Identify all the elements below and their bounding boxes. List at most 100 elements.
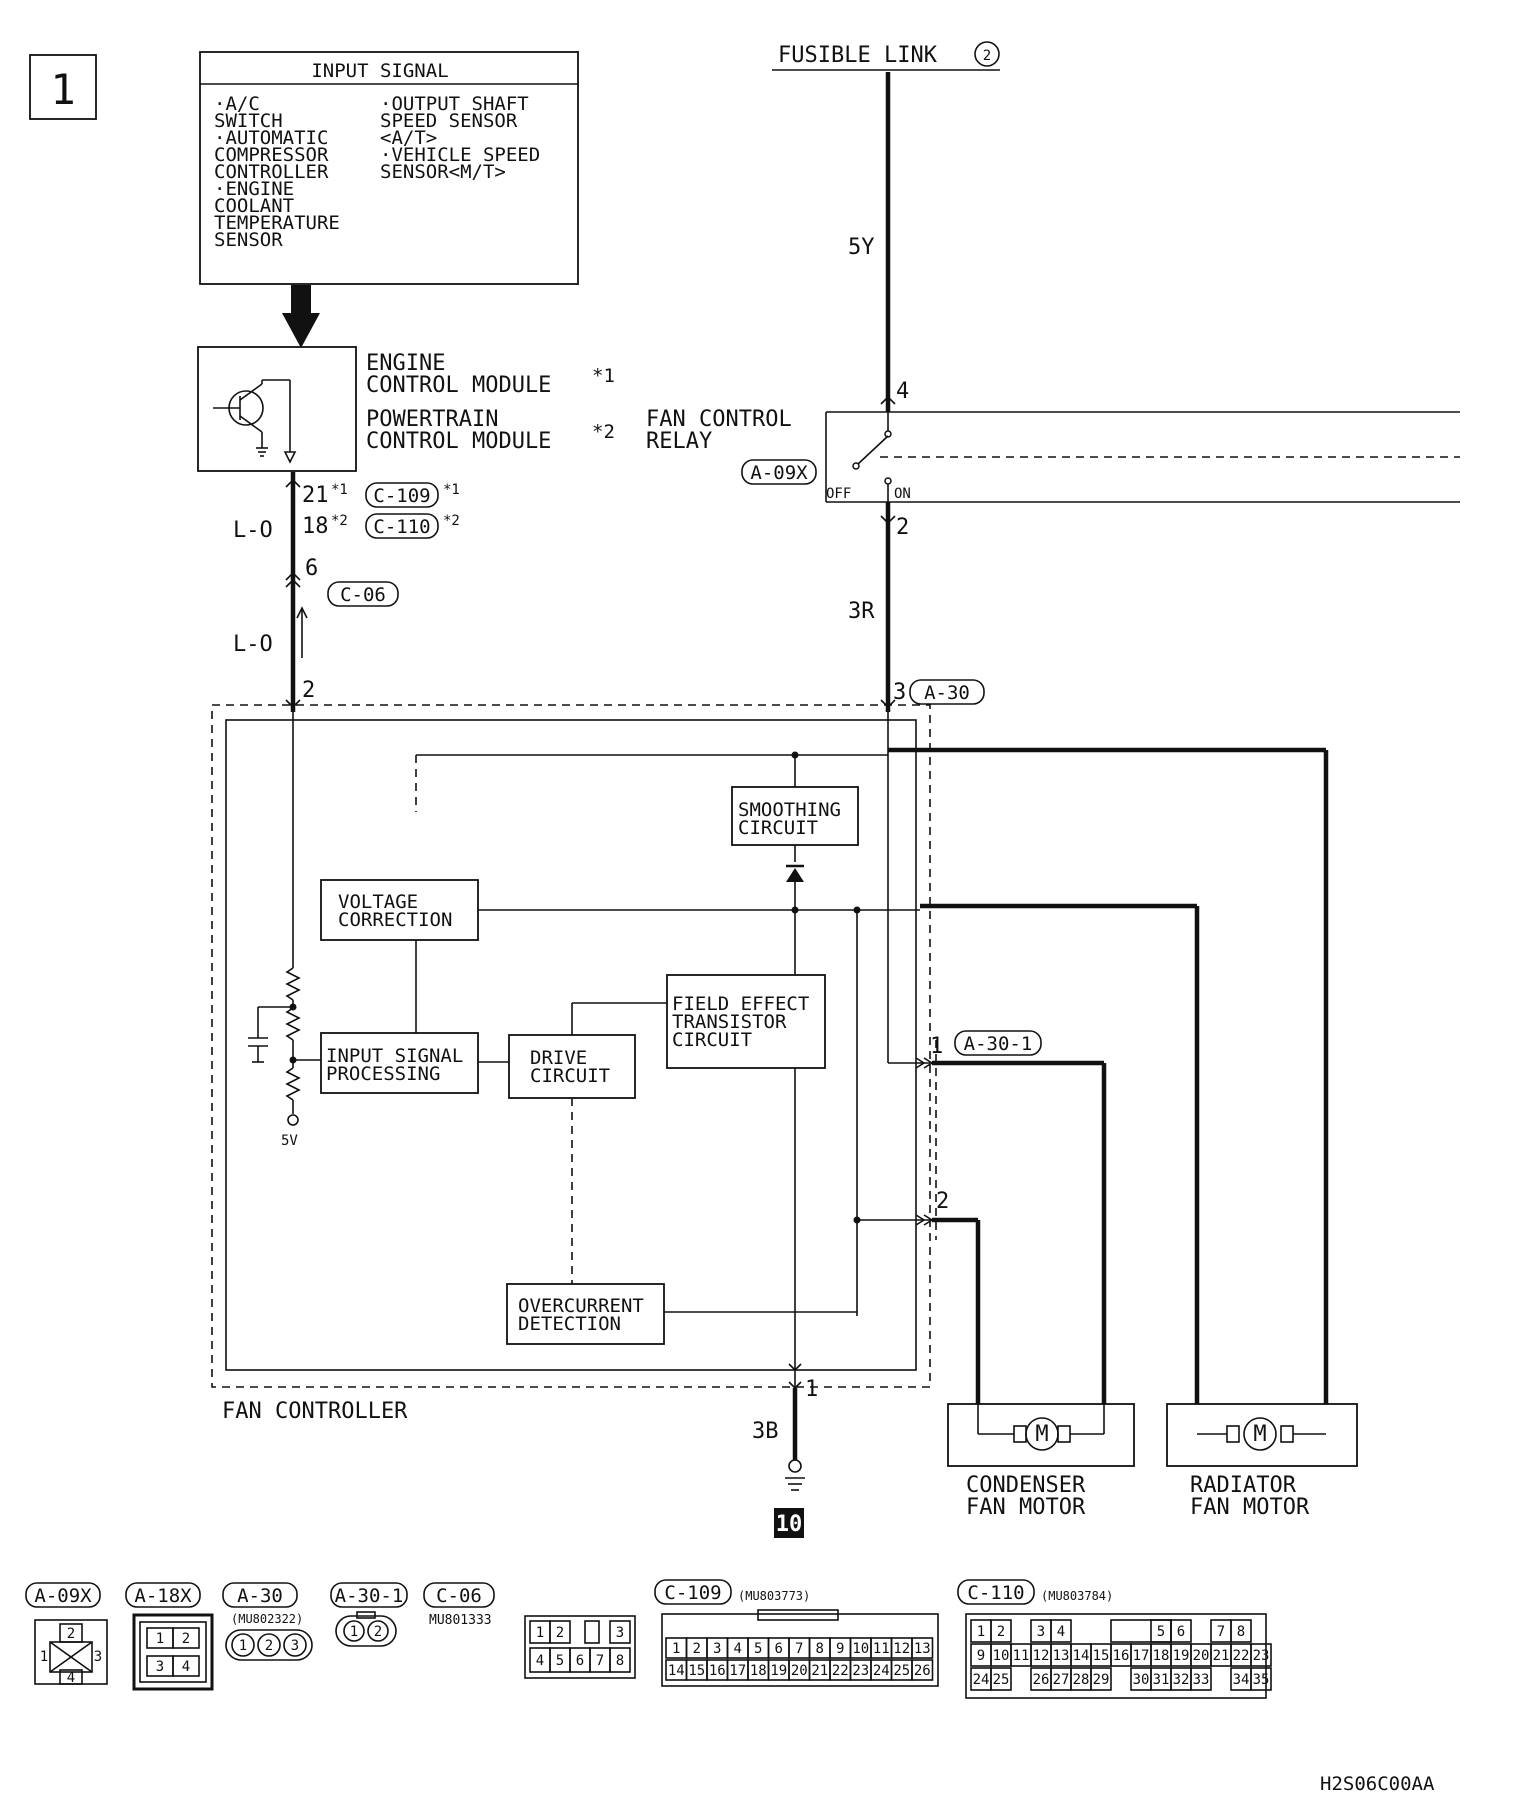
c109-pin-label: 26 bbox=[914, 1663, 931, 1679]
fusible-link: FUSIBLE LINK 2 5Y 4 bbox=[772, 41, 1000, 412]
c110-pin-label: 16 bbox=[1113, 1648, 1130, 1664]
fusible-link-number: 2 bbox=[983, 48, 991, 64]
svg-text:2: 2 bbox=[556, 1625, 564, 1641]
smoothing-line2: CIRCUIT bbox=[738, 817, 818, 839]
c109-pin-label: 17 bbox=[729, 1663, 746, 1679]
condenser-label-line1: CONDENSER bbox=[966, 1473, 1086, 1498]
fet-line1: FIELD EFFECT bbox=[672, 993, 809, 1015]
radiator-label-line1: RADIATOR bbox=[1190, 1473, 1297, 1498]
legend-a301-tag: A-30-1 bbox=[335, 1585, 404, 1607]
c109-pin-label: 12 bbox=[893, 1641, 910, 1657]
wire-color-5y: 5Y bbox=[848, 235, 875, 260]
svg-text:4: 4 bbox=[182, 1659, 190, 1675]
c110-pin-label: 24 bbox=[973, 1672, 990, 1688]
legend-c06-part: MU801333 bbox=[429, 1613, 492, 1628]
legend-c06-tag: C-06 bbox=[436, 1585, 482, 1607]
c109-pin-label: 5 bbox=[754, 1641, 762, 1657]
c110-pin-label: 29 bbox=[1093, 1672, 1110, 1688]
relay-on-label: ON bbox=[894, 486, 911, 502]
c110-pin-label: 6 bbox=[1177, 1624, 1185, 1640]
drive-line2: CIRCUIT bbox=[530, 1065, 610, 1087]
wire-color-lo-upper: L-O bbox=[233, 518, 273, 543]
drive-line1: DRIVE bbox=[530, 1047, 587, 1069]
svg-text:4: 4 bbox=[536, 1653, 544, 1669]
input-signal-right-item-3: ·VEHICLE SPEED bbox=[380, 144, 540, 166]
svg-text:1: 1 bbox=[239, 1638, 247, 1654]
input-signal-left-item-1: SWITCH bbox=[214, 110, 283, 132]
input-signal-right-list: ·OUTPUT SHAFT SPEED SENSOR <A/T>·VEHICLE… bbox=[380, 93, 540, 183]
c110-pin-cell bbox=[1250, 1643, 1272, 1667]
connector-legend: A-09X 2 1 3 4 A-18X 1 2 3 4 bbox=[25, 1579, 1272, 1699]
fan-controller-internal-wiring: 5V bbox=[248, 712, 937, 1400]
smoothing-line1: SMOOTHING bbox=[738, 799, 841, 821]
legend-c109-part: (MU803773) bbox=[738, 1589, 810, 1603]
input-signal-left-item-6: COOLANT bbox=[214, 195, 294, 217]
condenser-fan-motor: M CONDENSER FAN MOTOR bbox=[947, 1403, 1135, 1520]
connector-c110-tag: C-110 bbox=[373, 516, 430, 538]
c110-pin-label: 35 bbox=[1253, 1672, 1270, 1688]
c110-pin-label: 12 bbox=[1033, 1648, 1050, 1664]
transistor-icon bbox=[213, 379, 297, 464]
c109-pin-label: 8 bbox=[816, 1641, 824, 1657]
c110-pin-label: 32 bbox=[1173, 1672, 1190, 1688]
input-signal-box: INPUT SIGNAL ·A/C SWITCH·AUTOMATIC COMPR… bbox=[199, 51, 579, 285]
pcm-pin-note-2: *2 bbox=[331, 513, 348, 529]
fet-line2: TRANSISTOR bbox=[672, 1011, 787, 1033]
c109-pin-label: 15 bbox=[688, 1663, 705, 1679]
input-processing-line1: INPUT SIGNAL bbox=[326, 1045, 463, 1067]
radiator-label-line2: FAN MOTOR bbox=[1190, 1495, 1310, 1520]
c110-pin-label: 1 bbox=[977, 1624, 985, 1640]
svg-text:2: 2 bbox=[265, 1638, 273, 1654]
fan-controller-pin-2: 2 bbox=[302, 678, 315, 703]
fan-controller-pin-3: 3 bbox=[893, 680, 906, 705]
svg-text:8: 8 bbox=[616, 1653, 624, 1669]
input-signal-left-item-0: ·A/C bbox=[214, 93, 260, 115]
motor-output-wires: 1 A-30-1 2 bbox=[888, 747, 1329, 1404]
svg-text:3: 3 bbox=[616, 1625, 624, 1641]
c110-pin-label: 26 bbox=[1033, 1672, 1050, 1688]
relay-to-controller-wire: 2 3R 3 A-30 bbox=[848, 502, 985, 712]
connector-c109-tag: C-109 bbox=[373, 485, 430, 507]
input-signal-left-item-2: ·AUTOMATIC bbox=[214, 127, 328, 149]
svg-text:5: 5 bbox=[556, 1653, 564, 1669]
legend-c110-tag: C-110 bbox=[967, 1582, 1024, 1604]
c110-pin-label: 19 bbox=[1173, 1648, 1190, 1664]
footer-code: H2S06C00AA bbox=[1320, 1773, 1435, 1795]
legend-a09x-tag: A-09X bbox=[34, 1585, 92, 1607]
overcurrent-line2: DETECTION bbox=[518, 1313, 621, 1335]
c110-pin-label: 25 bbox=[993, 1672, 1010, 1688]
connector-a301-face: 1 2 bbox=[335, 1611, 397, 1647]
c110-pin-label: 13 bbox=[1053, 1648, 1070, 1664]
c110-pin-label: 23 bbox=[1253, 1648, 1270, 1664]
input-signal-right-item-4: SENSOR<M/T> bbox=[380, 161, 506, 183]
voltage-correction-block: VOLTAGE CORRECTION bbox=[320, 879, 479, 941]
smoothing-circuit-block: SMOOTHING CIRCUIT bbox=[731, 786, 859, 846]
input-signal-processing-block: INPUT SIGNAL PROCESSING bbox=[320, 1032, 479, 1094]
wire-color-lo-lower: L-O bbox=[233, 632, 273, 657]
c109-pin-label: 13 bbox=[914, 1641, 931, 1657]
svg-text:2: 2 bbox=[374, 1624, 382, 1640]
c110-pin-label: 18 bbox=[1153, 1648, 1170, 1664]
c110-pin-label: 17 bbox=[1133, 1648, 1150, 1664]
connector-c06-face: 1 2 3 4 5 6 7 8 bbox=[524, 1615, 636, 1679]
input-signal-left-list: ·A/C SWITCH·AUTOMATIC COMPRESSOR CONTROL… bbox=[214, 93, 340, 251]
svg-text:3: 3 bbox=[291, 1638, 299, 1654]
svg-text:7: 7 bbox=[596, 1653, 604, 1669]
c109-pin-label: 21 bbox=[811, 1663, 828, 1679]
wire-color-3b: 3B bbox=[752, 1419, 779, 1444]
supply-5v-label: 5V bbox=[281, 1133, 298, 1149]
c109-pin-label: 14 bbox=[668, 1663, 685, 1679]
c109-pin-label: 24 bbox=[873, 1663, 890, 1679]
c109-pin-cell bbox=[911, 1659, 934, 1681]
connector-a30-face: 1 2 3 bbox=[225, 1629, 313, 1661]
ecm-label-line1: ENGINE bbox=[366, 351, 445, 376]
drive-circuit-block: DRIVE CIRCUIT bbox=[508, 1034, 636, 1099]
c110-pin-label: 15 bbox=[1093, 1648, 1110, 1664]
a301-pin-2: 2 bbox=[936, 1189, 949, 1214]
overcurrent-line1: OVERCURRENT bbox=[518, 1295, 644, 1317]
ecm-label-line2: CONTROL MODULE bbox=[366, 373, 551, 398]
fan-controller-label: FAN CONTROLLER bbox=[222, 1399, 408, 1424]
input-signal-left-item-8: SENSOR bbox=[214, 229, 283, 251]
